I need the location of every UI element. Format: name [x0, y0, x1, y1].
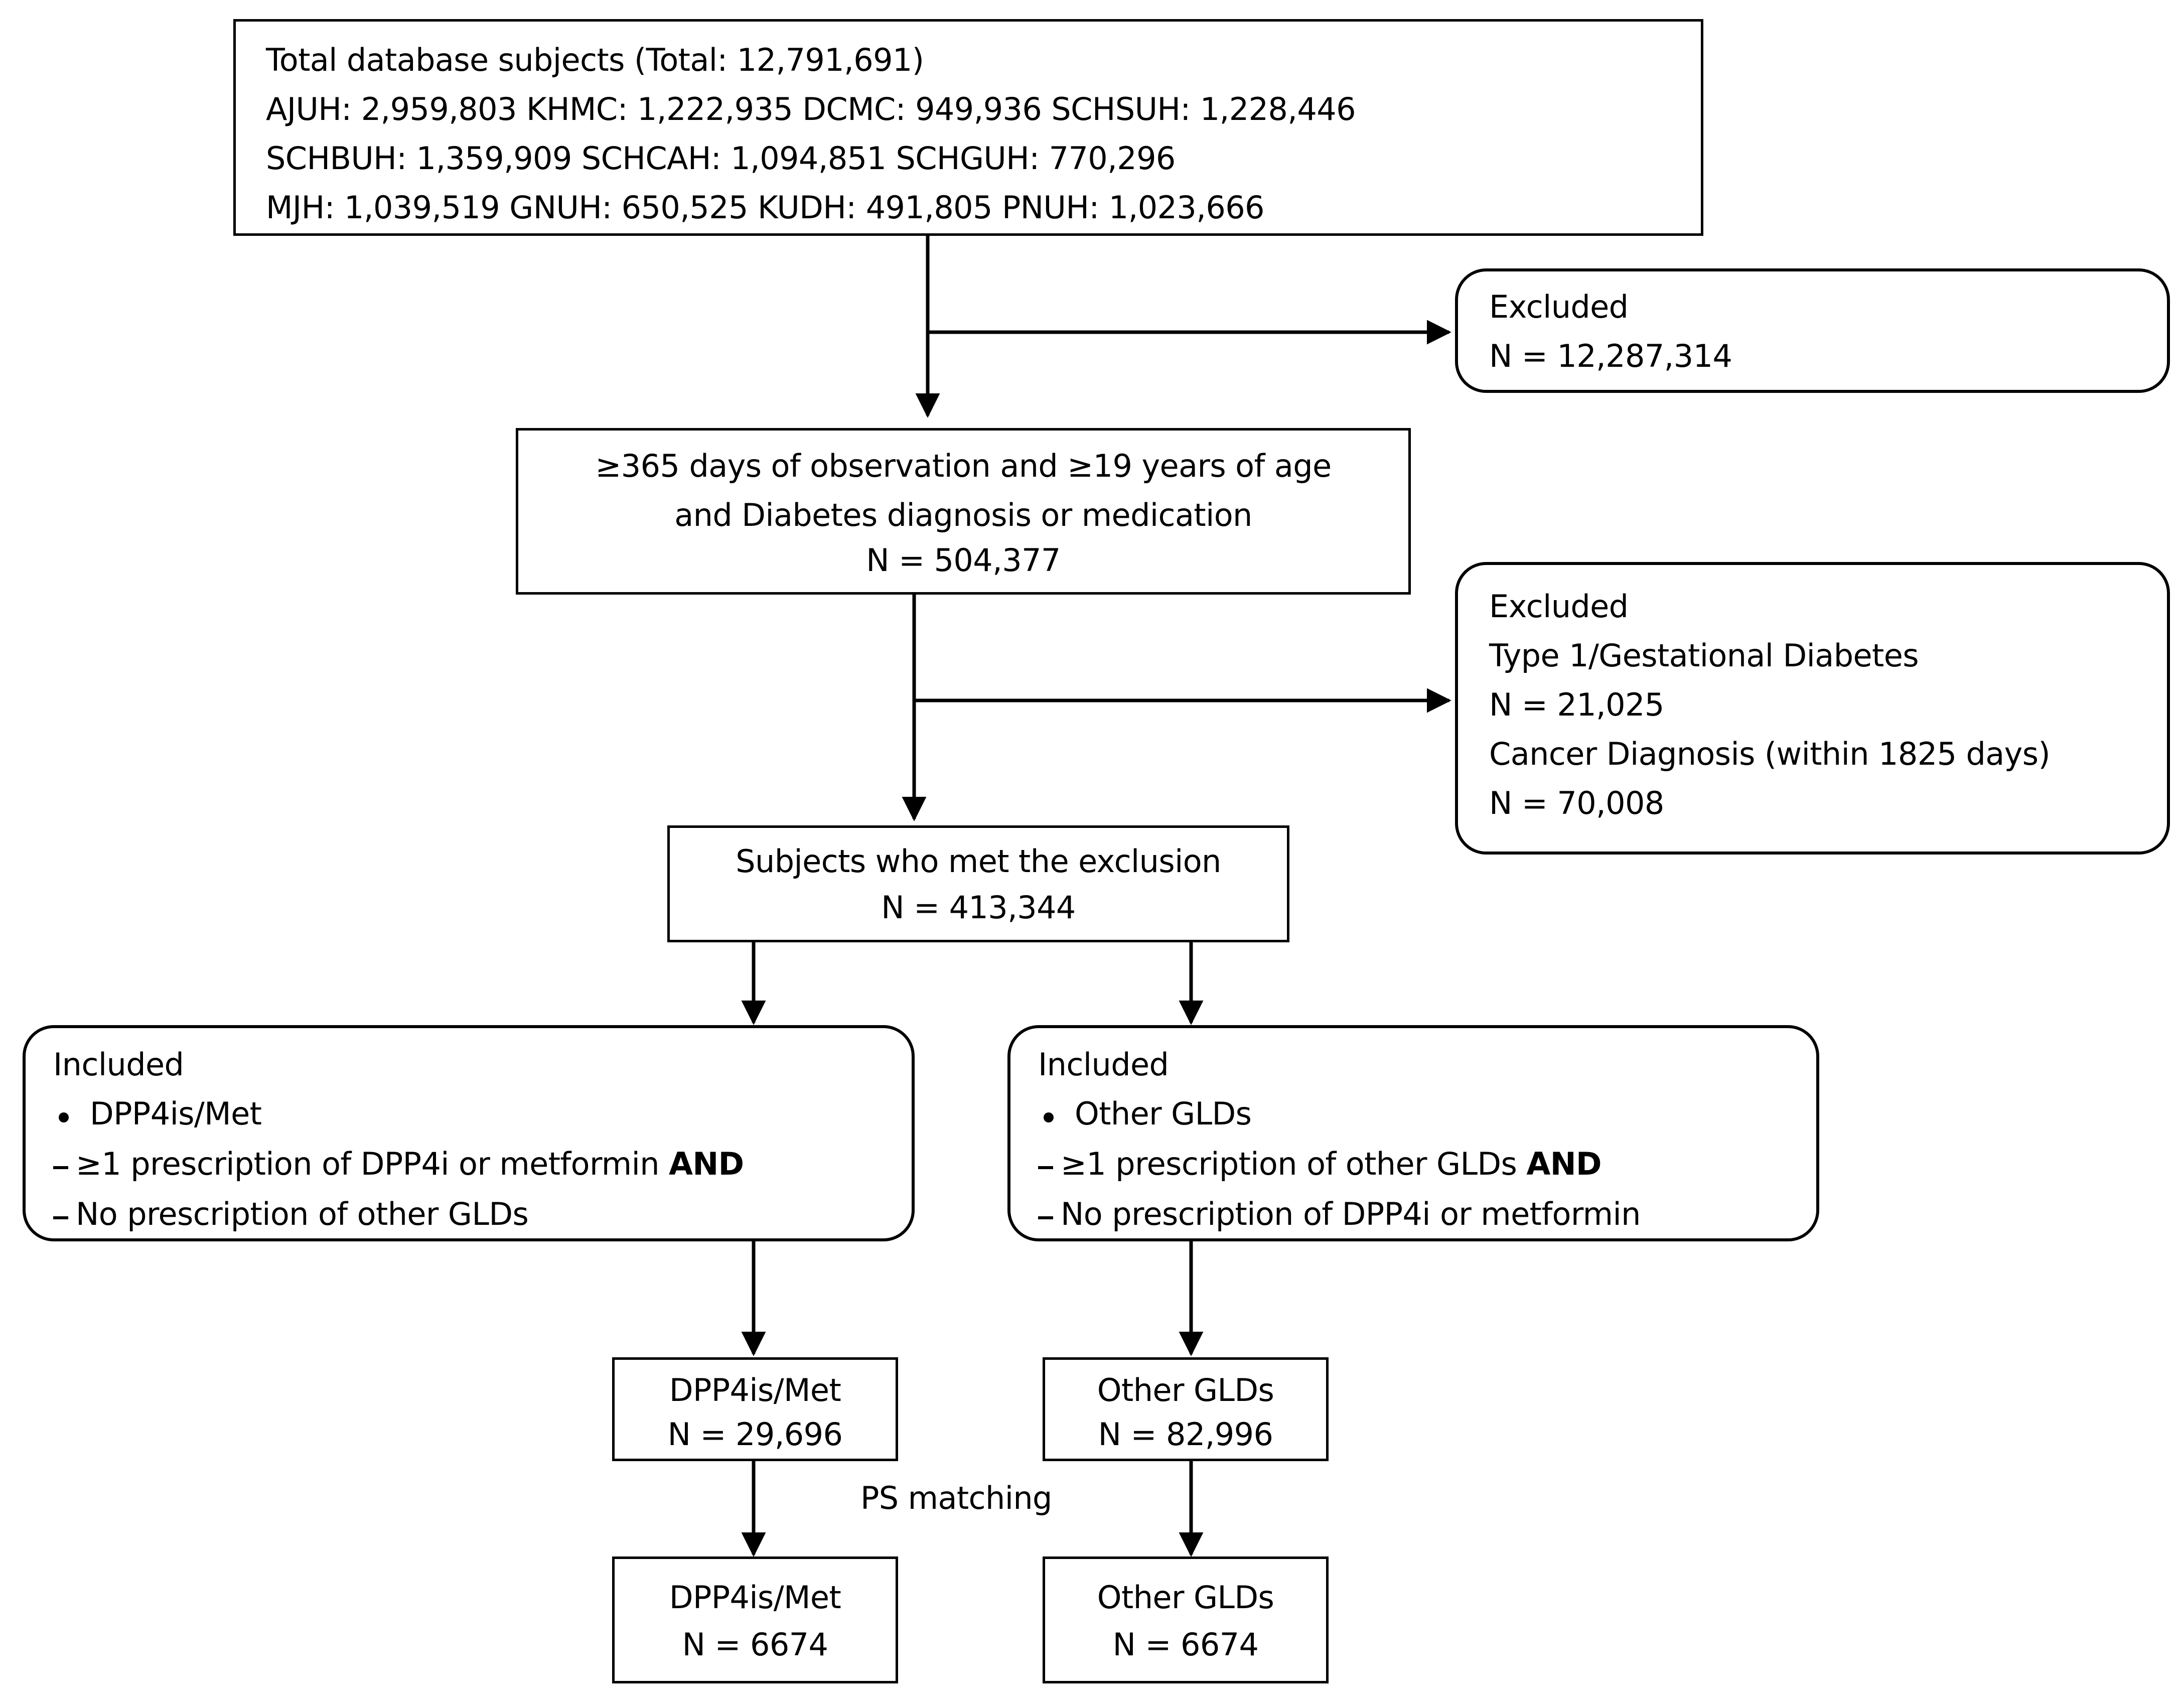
criterion-left-1-text: ≥1 prescription of DPP4i or metformin: [76, 1146, 669, 1182]
dash-marker-right-2: [1038, 1216, 1053, 1219]
excluded2-line-2: Type 1/Gestational Diabetes: [1489, 637, 1919, 674]
dash-marker-right-1: [1038, 1166, 1053, 1169]
bullet-marker-left: [59, 1112, 69, 1122]
cohort-left-pre-line-2: N = 29,696: [667, 1416, 843, 1453]
criterion-left-1-emphasis: AND: [669, 1146, 744, 1182]
cohort-left-post-line-2: N = 6674: [682, 1626, 828, 1663]
criterion-left-2-text: No prescription of other GLDs: [76, 1196, 529, 1232]
excluded1-line-1: Excluded: [1489, 289, 1629, 325]
dash-marker-left-1: [53, 1166, 68, 1169]
included-left-bullet-label: DPP4is/Met: [90, 1095, 262, 1132]
cohort-dpp4is-met-matched-box: DPP4is/Met N = 6674: [612, 1556, 898, 1683]
included-right-criterion-2: No prescription of DPP4i or metformin: [1061, 1199, 1641, 1230]
criterion-right-1-text: ≥1 prescription of other GLDs: [1061, 1146, 1527, 1182]
eligibility-line-3: N = 504,377: [866, 542, 1061, 579]
excluded2-line-3: N = 21,025: [1489, 686, 1664, 723]
included-right-bullet-label: Other GLDs: [1075, 1095, 1252, 1132]
cohort-left-pre-line-1: DPP4is/Met: [669, 1372, 841, 1408]
ps-matching-label: PS matching: [860, 1480, 1052, 1516]
cohort-other-glds-prematch-box: Other GLDs N = 82,996: [1043, 1357, 1329, 1461]
total-db-line-3: SCHBUH: 1,359,909 SCHCAH: 1,094,851 SCHG…: [266, 140, 1176, 177]
included-other-glds-box: Included Other GLDs ≥1 prescription of o…: [1007, 1025, 1819, 1241]
eligibility-criteria-box: ≥365 days of observation and ≥19 years o…: [516, 428, 1411, 595]
criterion-right-1-emphasis: AND: [1526, 1146, 1601, 1182]
excluded2-line-4: Cancer Diagnosis (within 1825 days): [1489, 736, 2051, 772]
total-db-line-4: MJH: 1,039,519 GNUH: 650,525 KUDH: 491,8…: [266, 189, 1264, 226]
cohort-right-post-line-1: Other GLDs: [1097, 1579, 1274, 1616]
total-db-line-1: Total database subjects (Total: 12,791,6…: [266, 42, 924, 78]
excluded-box-1: Excluded N = 12,287,314: [1455, 268, 2170, 393]
met-exclusion-line-2: N = 413,344: [881, 889, 1076, 926]
cohort-other-glds-matched-box: Other GLDs N = 6674: [1043, 1556, 1329, 1683]
dash-marker-left-2: [53, 1216, 68, 1219]
included-left-criterion-2: No prescription of other GLDs: [76, 1196, 529, 1232]
eligibility-line-1: ≥365 days of observation and ≥19 years o…: [595, 448, 1332, 484]
total-db-line-2: AJUH: 2,959,803 KHMC: 1,222,935 DCMC: 94…: [266, 91, 1356, 127]
cohort-right-pre-line-2: N = 82,996: [1098, 1416, 1273, 1453]
included-left-heading: Included: [53, 1046, 184, 1083]
cohort-dpp4is-met-prematch-box: DPP4is/Met N = 29,696: [612, 1357, 898, 1461]
excluded2-line-5: N = 70,008: [1489, 785, 1664, 821]
included-left-criterion-1: ≥1 prescription of DPP4i or metformin AN…: [76, 1149, 744, 1180]
met-exclusion-line-1: Subjects who met the exclusion: [736, 843, 1221, 880]
excluded1-line-2: N = 12,287,314: [1489, 338, 1732, 374]
excluded2-line-1: Excluded: [1489, 588, 1629, 625]
eligibility-line-2: and Diabetes diagnosis or medication: [674, 497, 1252, 533]
excluded-box-2: Excluded Type 1/Gestational Diabetes N =…: [1455, 562, 2170, 855]
total-database-subjects-box: Total database subjects (Total: 12,791,6…: [233, 19, 1703, 236]
cohort-right-post-line-2: N = 6674: [1112, 1626, 1259, 1663]
included-right-criterion-1: ≥1 prescription of other GLDs AND: [1061, 1146, 1602, 1182]
criterion-right-2-text: No prescription of DPP4i or metformin: [1061, 1196, 1641, 1232]
subjects-met-exclusion-box: Subjects who met the exclusion N = 413,3…: [667, 825, 1289, 942]
bullet-marker-right: [1044, 1112, 1054, 1122]
cohort-right-pre-line-1: Other GLDs: [1097, 1372, 1274, 1408]
cohort-left-post-line-1: DPP4is/Met: [669, 1579, 841, 1616]
included-right-heading: Included: [1038, 1046, 1169, 1083]
included-dpp4is-met-box: Included DPP4is/Met ≥1 prescription of D…: [23, 1025, 915, 1241]
